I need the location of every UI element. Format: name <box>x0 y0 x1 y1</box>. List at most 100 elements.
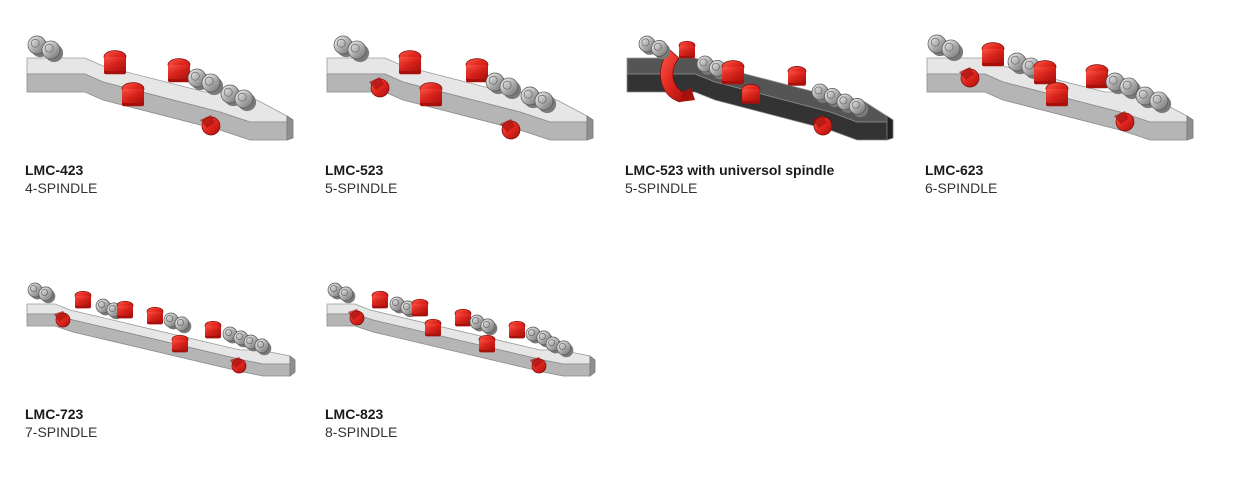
cutter-face <box>788 71 806 83</box>
steel-spindle-hub <box>482 320 490 328</box>
steel-spindle-hub <box>699 58 708 67</box>
machine-spindle-type: 8-SPINDLE <box>325 424 398 440</box>
machine-model: LMC-423 <box>25 162 84 178</box>
machine-model: LMC-523 <box>325 162 384 178</box>
machine-diagram <box>926 34 1194 141</box>
cutter-face <box>117 305 133 316</box>
machine-diagram <box>26 282 296 377</box>
machine-model: LMC-723 <box>25 406 84 422</box>
steel-spindle-hub <box>340 288 348 296</box>
side-cutter-shade <box>959 67 974 80</box>
steel-spindle-hub <box>336 38 346 48</box>
steel-spindle <box>234 89 254 109</box>
machine-diagram <box>326 35 594 141</box>
steel-spindle-hub <box>711 62 720 71</box>
machine-model: LMC-823 <box>325 406 384 422</box>
side-cutter-shade <box>530 357 543 368</box>
machine-diagram <box>326 282 596 377</box>
steel-spindle <box>41 40 61 60</box>
cutter-face <box>1046 88 1068 103</box>
steel-spindle-hub <box>523 89 533 99</box>
steel-spindle-hub <box>44 43 54 53</box>
machine-model: LMC-523 with universol spindle <box>625 162 835 178</box>
cutter-face <box>982 48 1004 63</box>
steel-spindle <box>941 39 961 59</box>
steel-spindle <box>534 91 554 111</box>
steel-spindle-hub <box>237 92 247 102</box>
machine-spindle-type: 4-SPINDLE <box>25 180 98 196</box>
steel-spindle-hub <box>204 76 214 86</box>
steel-spindle <box>1149 91 1169 111</box>
steel-spindle-hub <box>826 90 835 99</box>
cutter-face <box>425 323 441 334</box>
steel-spindle <box>338 286 354 302</box>
steel-spindle-hub <box>851 100 860 109</box>
cutter-face <box>372 295 388 306</box>
side-cutter-shade <box>230 357 243 368</box>
steel-spindle-hub <box>176 318 184 326</box>
steel-spindle-hub <box>1108 75 1118 85</box>
machine-spindle-type: 7-SPINDLE <box>25 424 98 440</box>
cutter-face <box>1086 70 1108 85</box>
steel-spindle-hub <box>537 94 547 104</box>
steel-spindle <box>201 73 221 93</box>
cutter-face <box>75 295 91 306</box>
steel-spindle <box>38 286 54 302</box>
rail-end <box>589 355 596 377</box>
steel-spindle-hub <box>641 38 650 47</box>
rail-end <box>289 355 296 377</box>
steel-spindle <box>174 316 190 332</box>
machine-card: LMC-623 6-SPINDLE <box>925 30 1225 240</box>
steel-spindle <box>556 340 572 356</box>
steel-spindle-hub <box>40 288 48 296</box>
machine-diagram <box>26 35 294 141</box>
side-cutter-shade <box>54 311 67 322</box>
steel-spindle-hub <box>246 337 254 345</box>
cutter-face <box>455 313 471 324</box>
steel-spindle <box>347 40 367 60</box>
steel-spindle-hub <box>930 37 940 47</box>
steel-spindle-hub <box>223 87 233 97</box>
steel-spindle-hub <box>488 75 498 85</box>
machine-card: LMC-823 8-SPINDLE <box>325 280 625 490</box>
steel-spindle-hub <box>538 332 546 340</box>
cutter-face <box>466 64 488 79</box>
cutter-face <box>679 45 695 56</box>
machine-spindle-type: 6-SPINDLE <box>925 180 998 196</box>
cutter-face <box>122 88 144 103</box>
steel-spindle-hub <box>653 42 662 51</box>
steel-spindle-hub <box>1024 60 1034 70</box>
machine-card: LMC-523 with universol spindle 5-SPINDLE <box>625 30 925 240</box>
cutter-face <box>104 56 126 71</box>
universal-spindle-foot <box>680 88 695 102</box>
cutter-face <box>147 311 163 322</box>
cutter-face <box>205 325 221 336</box>
steel-spindle-hub <box>256 340 264 348</box>
steel-spindle <box>651 40 668 57</box>
cutter-face <box>399 56 421 71</box>
steel-spindle <box>480 318 496 334</box>
steel-spindle-hub <box>392 299 400 307</box>
side-cutter-shade <box>812 115 827 128</box>
machine-card: LMC-523 5-SPINDLE <box>325 30 625 240</box>
machine-diagram <box>626 35 894 141</box>
cutter-face <box>479 339 495 350</box>
cutter-face <box>172 339 188 350</box>
steel-spindle <box>254 338 270 354</box>
steel-spindle-hub <box>1138 89 1148 99</box>
machine-card: LMC-423 4-SPINDLE <box>25 30 325 240</box>
cutter-face <box>412 303 428 314</box>
steel-spindle-hub <box>225 329 233 337</box>
steel-spindle-hub <box>402 302 410 310</box>
steel-spindle-hub <box>235 332 243 340</box>
steel-spindle-hub <box>558 342 566 350</box>
steel-spindle-hub <box>814 86 823 95</box>
rail-end <box>286 115 294 141</box>
rail-end <box>586 115 594 141</box>
steel-spindle-hub <box>166 315 174 323</box>
steel-spindle-hub <box>1122 80 1132 90</box>
cutter-face <box>509 325 525 336</box>
steel-spindle <box>849 98 866 115</box>
steel-spindle-hub <box>190 71 200 81</box>
side-cutter-shade <box>500 119 515 132</box>
